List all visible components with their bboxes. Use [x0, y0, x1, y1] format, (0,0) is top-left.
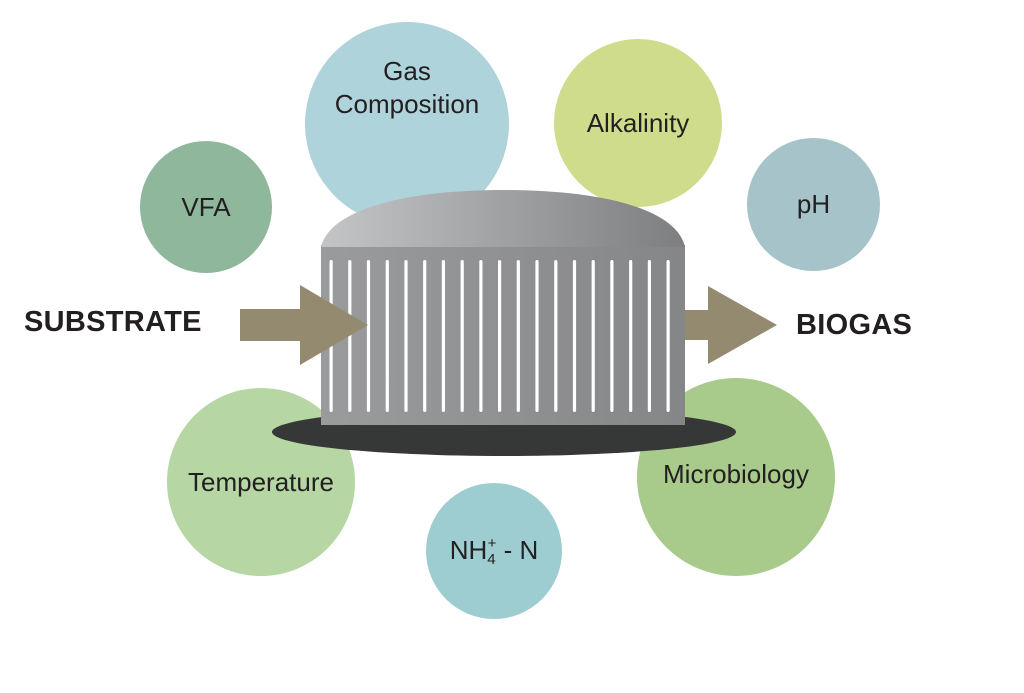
alkalinity-label: Alkalinity: [586, 107, 690, 138]
reactor-slot: [404, 260, 408, 412]
reactor-dome: [321, 190, 685, 247]
reactor-slots: [329, 260, 670, 412]
ammonium-nitrogen-circle: NH4+ - N: [426, 483, 562, 619]
ammonium-suffix: - N: [496, 534, 539, 565]
output-arrow-icon: [685, 286, 777, 364]
biogas-label: BIOGAS: [796, 309, 913, 341]
ammonium-label: NH4+ - N: [450, 527, 539, 576]
reactor-slot: [554, 260, 558, 412]
reactor-body: [321, 245, 685, 425]
reactor-slot: [591, 260, 595, 412]
gas-composition-circle: Gas Composition: [305, 22, 509, 226]
gas-composition-line1: Gas: [383, 56, 431, 86]
ph-circle: pH: [747, 138, 880, 271]
reactor-slot: [460, 260, 464, 412]
ammonium-superscript: +: [487, 534, 497, 552]
ammonium-subscript: 4: [487, 550, 496, 568]
reactor-slot: [348, 260, 352, 412]
reactor-slot: [666, 260, 670, 412]
reactor-slot: [647, 260, 651, 412]
reactor-slot: [610, 260, 614, 412]
input-arrow-icon: [240, 285, 368, 365]
reactor-slot: [385, 260, 389, 412]
reactor-slot: [535, 260, 539, 412]
microbiology-label: Microbiology: [663, 458, 809, 489]
reactor-slot: [441, 260, 445, 412]
reactor-slot: [423, 260, 427, 412]
vfa-label: VFA: [181, 191, 231, 222]
gas-composition-label: Gas Composition: [334, 56, 480, 139]
substrate-label: SUBSTRATE: [24, 306, 202, 338]
reactor-slot: [366, 260, 371, 412]
reactor-slot: [479, 260, 483, 412]
ph-label: pH: [796, 189, 831, 219]
alkalinity-circle: Alkalinity: [554, 39, 722, 207]
gas-composition-line2: Composition: [334, 89, 480, 119]
reactor-slot: [498, 260, 502, 412]
reactor-slot: [572, 260, 577, 412]
temperature-label: Temperature: [188, 466, 334, 497]
vfa-circle: VFA: [140, 141, 272, 273]
reactor-slot: [516, 260, 520, 412]
ammonium-base: NH: [449, 534, 488, 565]
reactor-slot: [629, 260, 633, 412]
